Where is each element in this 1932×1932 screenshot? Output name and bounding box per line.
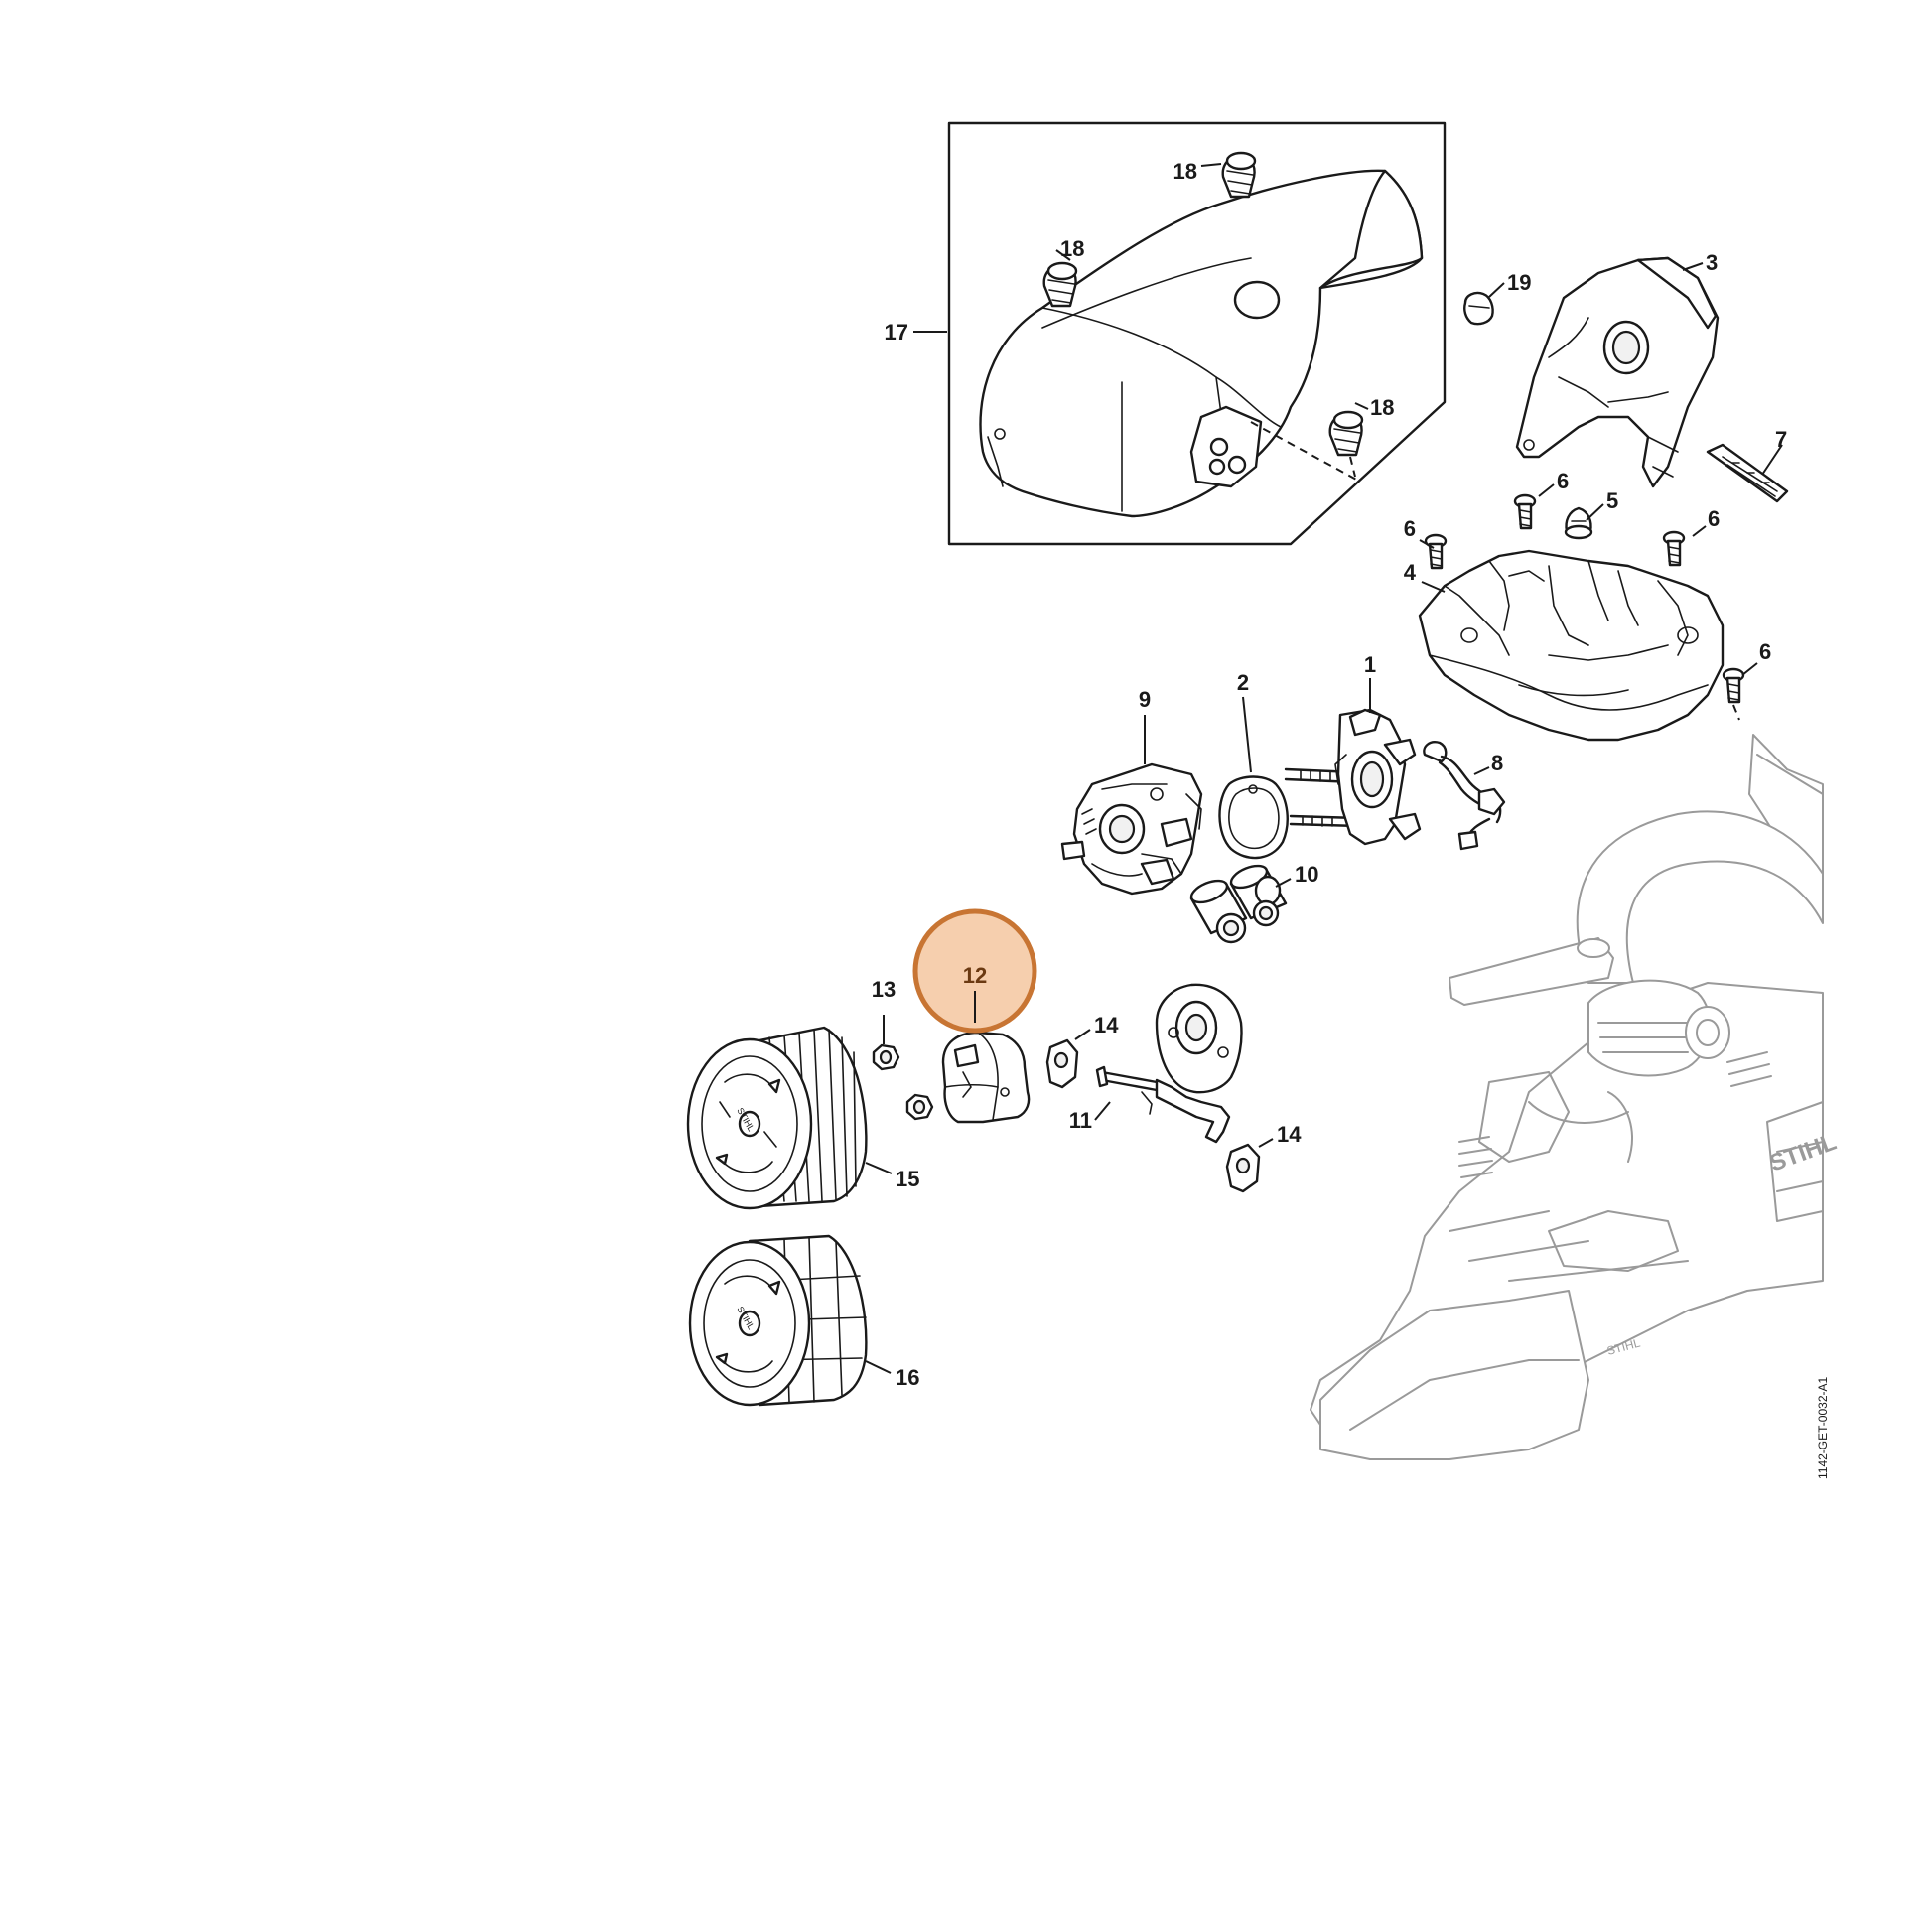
part-6-screw-a[interactable] — [1513, 493, 1537, 530]
callout-14-b[interactable]: 14 — [1277, 1122, 1302, 1147]
part-16-air-filter[interactable]: STIHL — [688, 1234, 868, 1407]
callout-19[interactable]: 19 — [1507, 270, 1531, 295]
part-7-gasket[interactable] — [1706, 443, 1789, 503]
part-11-choke-lever[interactable] — [1095, 983, 1243, 1144]
part-8-hose[interactable] — [1423, 741, 1506, 851]
callout-15[interactable]: 15 — [896, 1167, 919, 1191]
callout-10[interactable]: 10 — [1295, 862, 1318, 887]
part-9-carburetor[interactable] — [1060, 762, 1203, 896]
callout-11[interactable]: 11 — [1069, 1108, 1092, 1133]
part-13-nut-a[interactable] — [872, 1043, 900, 1071]
part-18-screw-left[interactable] — [1042, 261, 1078, 308]
leader-lines — [865, 163, 1783, 1374]
part-14-grommet-b[interactable] — [1225, 1143, 1261, 1193]
part-2-gasket[interactable] — [1218, 775, 1289, 860]
callout-14-a[interactable]: 14 — [1094, 1013, 1119, 1037]
assembly-line-cover — [1250, 421, 1361, 483]
part-17-shroud-cover[interactable] — [979, 169, 1424, 518]
callout-18-top[interactable]: 18 — [1173, 159, 1197, 184]
part-4-lower-housing[interactable] — [1418, 549, 1725, 742]
assembly-line-screw-right — [1349, 456, 1356, 478]
part-6-screw-b[interactable] — [1424, 533, 1448, 570]
part-19-plug[interactable] — [1463, 291, 1494, 326]
part-13-nut-b[interactable] — [905, 1093, 934, 1121]
callout-3[interactable]: 3 — [1706, 250, 1718, 275]
callout-2[interactable]: 2 — [1237, 670, 1249, 695]
drawing-id: 1142-GET-0032-A1 — [1816, 1377, 1830, 1479]
part-3-upper-housing[interactable] — [1515, 256, 1720, 488]
callout-18-right[interactable]: 18 — [1370, 395, 1394, 420]
part-15-air-filter[interactable]: STIHL — [686, 1026, 868, 1210]
callout-5[interactable]: 5 — [1606, 488, 1618, 513]
callout-7[interactable]: 7 — [1775, 427, 1787, 452]
callout-labels: 18 18 17 18 19 3 7 6 5 6 6 4 6 1 2 9 8 1… — [872, 159, 1787, 1390]
callout-4[interactable]: 4 — [1404, 560, 1417, 585]
callout-6-c[interactable]: 6 — [1708, 506, 1720, 531]
callout-6-d[interactable]: 6 — [1759, 639, 1771, 664]
callout-1[interactable]: 1 — [1364, 652, 1376, 677]
assembly-line-screw-d — [1732, 704, 1740, 721]
part-1-intake-flange[interactable] — [1284, 708, 1422, 846]
part-12-filter-base[interactable] — [941, 1031, 1031, 1124]
callout-9[interactable]: 9 — [1139, 687, 1151, 712]
cover-assembly-box — [947, 121, 1447, 546]
part-14-grommet-a[interactable] — [1045, 1038, 1079, 1089]
part-10-sleeves[interactable] — [1188, 862, 1288, 944]
callout-18-left[interactable]: 18 — [1060, 236, 1084, 261]
chainsaw-background-illustration: STIHL STIHL — [1310, 734, 1840, 1460]
part-18-screw-top[interactable] — [1221, 151, 1257, 199]
part-18-screw-right[interactable] — [1328, 410, 1364, 457]
part-6-screw-d[interactable] — [1722, 667, 1745, 704]
part-5-plug[interactable] — [1564, 506, 1593, 540]
callout-13[interactable]: 13 — [872, 977, 896, 1002]
callout-16[interactable]: 16 — [896, 1365, 919, 1390]
part-6-screw-c[interactable] — [1662, 530, 1686, 567]
highlight-circle-part-12[interactable] — [912, 908, 1037, 1034]
callout-8[interactable]: 8 — [1491, 751, 1503, 775]
callout-6-a[interactable]: 6 — [1557, 469, 1569, 493]
callout-12[interactable]: 12 — [963, 963, 987, 988]
callout-17[interactable]: 17 — [885, 320, 908, 345]
callout-6-b[interactable]: 6 — [1404, 516, 1416, 541]
